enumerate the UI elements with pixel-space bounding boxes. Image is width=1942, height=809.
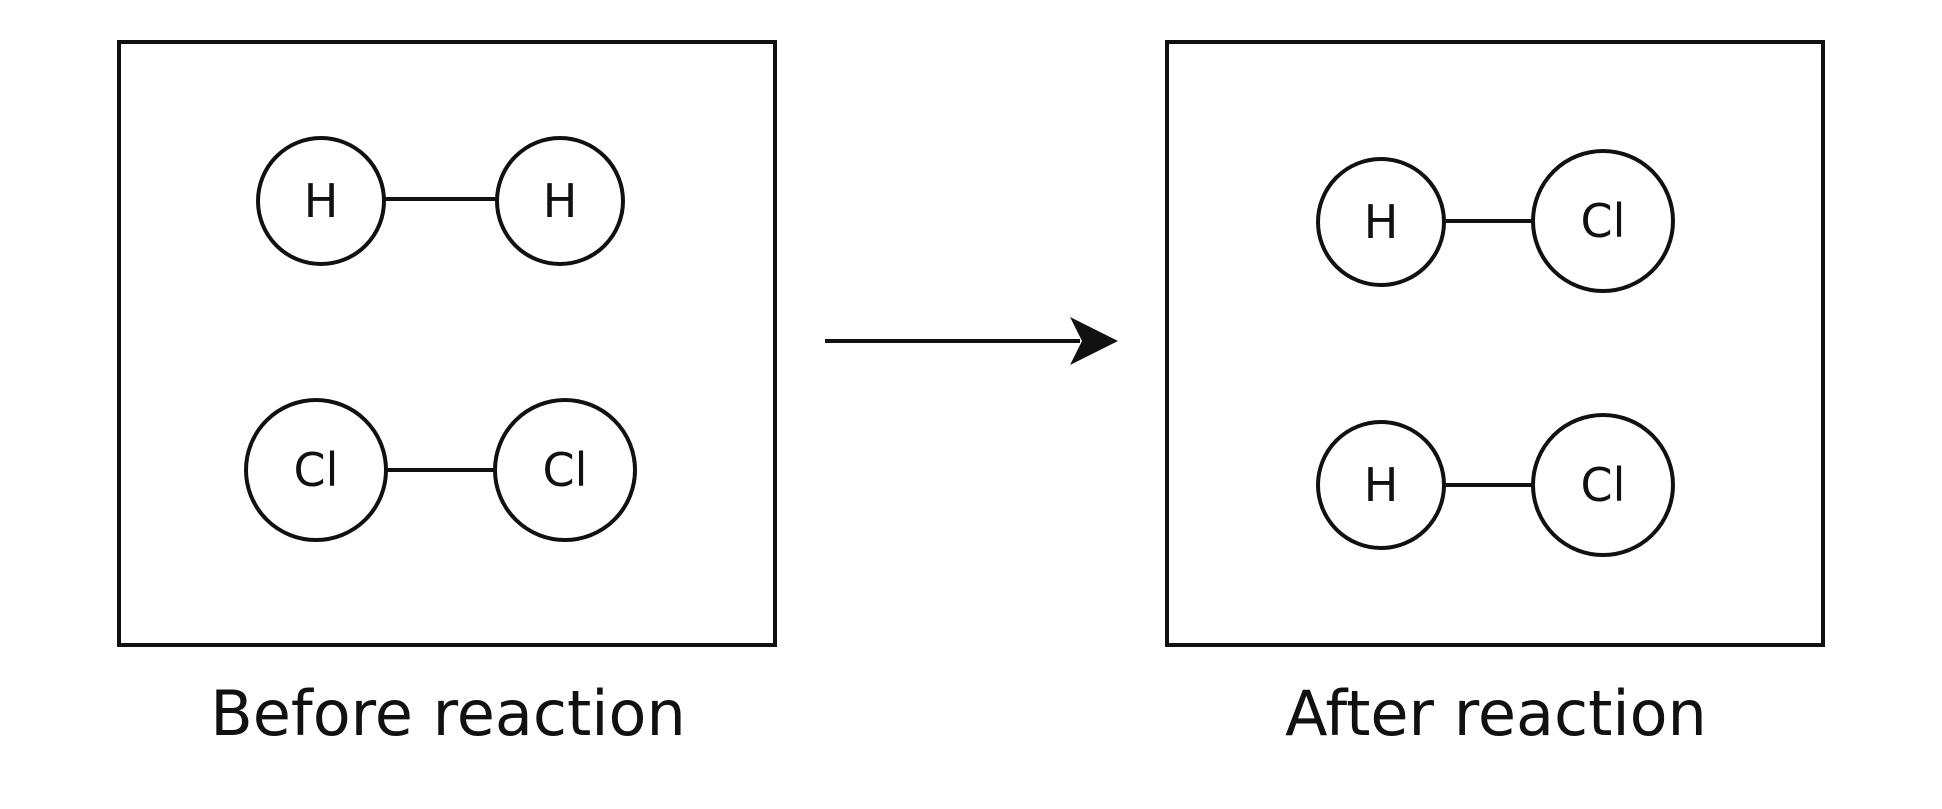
after-molecule-2-atom-1-label: H <box>1364 458 1399 512</box>
before-molecule-2-atom-2 <box>493 398 637 542</box>
before-molecule-2-atom-1 <box>244 398 388 542</box>
after-molecule-1-atom-2 <box>1531 149 1675 293</box>
after-molecule-1: H Cl <box>1316 149 1675 293</box>
before-frame <box>117 40 777 647</box>
before-molecule-2: Cl Cl <box>244 398 637 542</box>
after-molecule-2: H Cl <box>1316 413 1675 557</box>
before-molecule-1-atom-2-label: H <box>543 174 578 228</box>
before-molecule-2-atom-1-label: Cl <box>294 443 339 497</box>
before-molecule-1: H H <box>256 136 625 266</box>
before-molecule-1-atom-1-label: H <box>304 174 339 228</box>
before-panel: H H Cl Cl Before reaction <box>117 40 777 750</box>
reaction-arrow-head <box>1070 317 1118 365</box>
after-molecule-1-atom-1 <box>1316 157 1446 287</box>
after-panel: H Cl H Cl After reaction <box>1165 40 1825 750</box>
after-frame <box>1165 40 1825 647</box>
after-molecule-2-atom-2 <box>1531 413 1675 557</box>
after-molecule-2-atom-2-label: Cl <box>1581 458 1626 512</box>
before-molecule-1-atom-2 <box>495 136 625 266</box>
after-molecule-2-atom-1 <box>1316 420 1446 550</box>
after-caption: After reaction <box>1285 677 1707 750</box>
before-caption: Before reaction <box>210 677 686 750</box>
after-molecule-1-atom-2-label: Cl <box>1581 194 1626 248</box>
after-molecule-1-atom-1-label: H <box>1364 195 1399 249</box>
before-molecule-1-atom-1 <box>256 136 386 266</box>
before-molecule-2-atom-2-label: Cl <box>543 443 588 497</box>
reaction-arrow <box>825 317 1118 365</box>
